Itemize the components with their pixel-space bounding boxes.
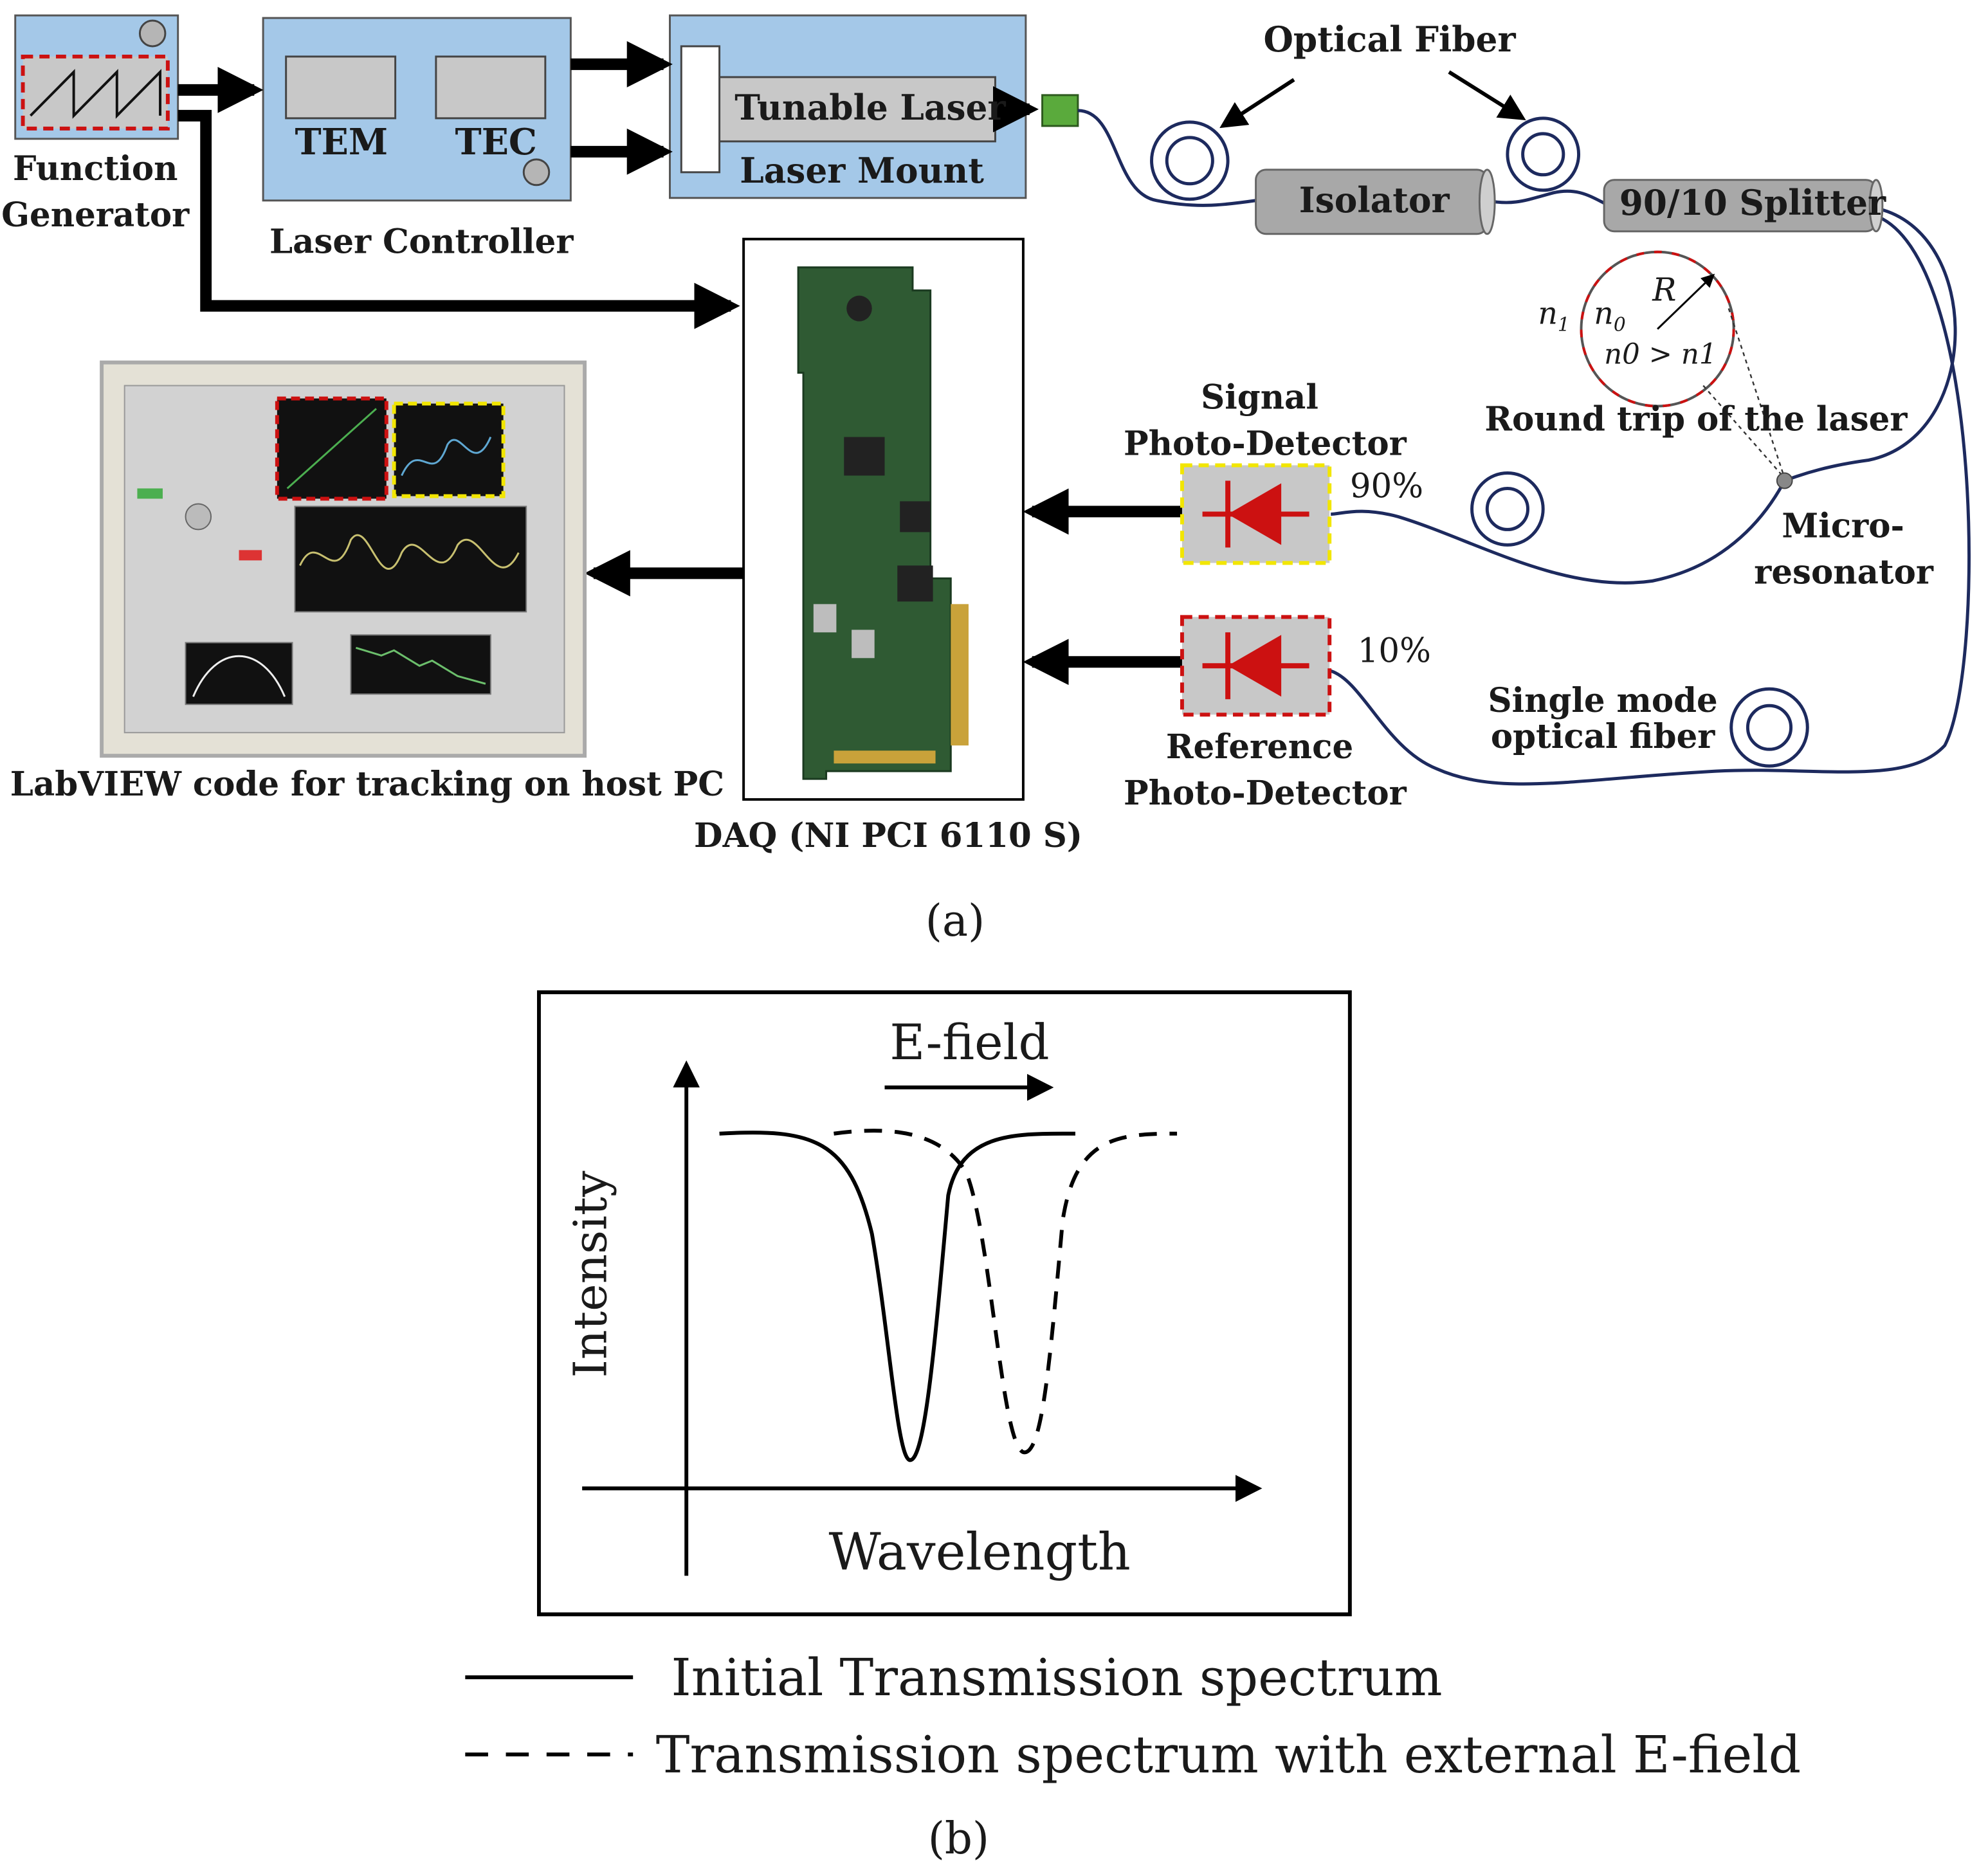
transmission-plot <box>465 990 1352 1757</box>
caption-b: (b) <box>927 1814 990 1865</box>
tec-label: TEC <box>455 120 537 163</box>
optical-fiber-paths <box>1077 109 1971 786</box>
percent-90-label: 90% <box>1349 468 1424 507</box>
initial-spectrum-curve <box>719 1131 1075 1462</box>
signal-photodetector <box>1180 463 1332 565</box>
reference-pd-label: Reference Photo-Detector <box>1124 729 1407 814</box>
y-axis-label: Intensity <box>565 1170 618 1378</box>
fiber-pointer-arrows <box>1219 70 1526 129</box>
labview-label: LabVIEW code for tracking on host PC <box>10 766 725 805</box>
signal-pd-label: Signal Photo-Detector <box>1124 379 1407 464</box>
n0-symbol: n0 <box>1594 295 1626 337</box>
tunable-laser-label: Tunable Laser <box>734 88 1006 129</box>
sawtooth-waveform-icon <box>30 69 161 119</box>
fiber-connector <box>1041 94 1079 127</box>
daq-label: DAQ (NI PCI 6110 S) <box>694 817 1083 857</box>
efield-spectrum-curve <box>834 1129 1178 1455</box>
percent-10-label: 10% <box>1357 632 1431 671</box>
laser-controller-label: Laser Controller <box>269 223 574 262</box>
laser-controller <box>262 17 572 202</box>
round-trip-label: Round trip of the laser <box>1484 401 1908 440</box>
isolator-label: Isolator <box>1299 181 1450 221</box>
caption-a: (a) <box>925 896 985 947</box>
isolator <box>1255 168 1496 235</box>
diode-icon <box>1228 483 1282 545</box>
single-mode-fiber-label: Single mode optical fiber <box>1488 682 1718 758</box>
signal-arrows <box>178 41 1182 686</box>
splitter-label: 90/10 Splitter <box>1619 183 1886 224</box>
radius-symbol: R <box>1652 271 1677 309</box>
daq-board <box>742 237 1025 801</box>
legend-solid-label: Initial Transmission spectrum <box>671 1649 1443 1709</box>
splitter <box>1603 179 1884 233</box>
labview-screenshot <box>100 360 587 758</box>
index-relation: n0 > n1 <box>1604 339 1717 372</box>
plot-frame <box>536 990 1352 1617</box>
reference-photodetector <box>1180 615 1332 717</box>
optical-fiber-label: Optical Fiber <box>1263 20 1516 60</box>
n1-symbol: n1 <box>1538 295 1570 337</box>
tem-label: TEM <box>295 120 388 163</box>
micro-resonator-label: Micro- resonator <box>1754 507 1934 593</box>
laser-mount-label: Laser Mount <box>740 151 984 192</box>
micro-resonator-inset <box>1580 250 1793 489</box>
diode-icon <box>1228 635 1282 697</box>
x-axis-label: Wavelength <box>828 1523 1131 1583</box>
laser-mount <box>669 14 1079 199</box>
legend-dashed-label: Transmission spectrum with external E-fi… <box>655 1726 1801 1786</box>
micro-resonator-dot <box>1776 472 1793 489</box>
efield-label: E-field <box>889 1014 1050 1071</box>
function-generator <box>14 14 179 140</box>
function-generator-label: Function Generator <box>1 150 190 235</box>
